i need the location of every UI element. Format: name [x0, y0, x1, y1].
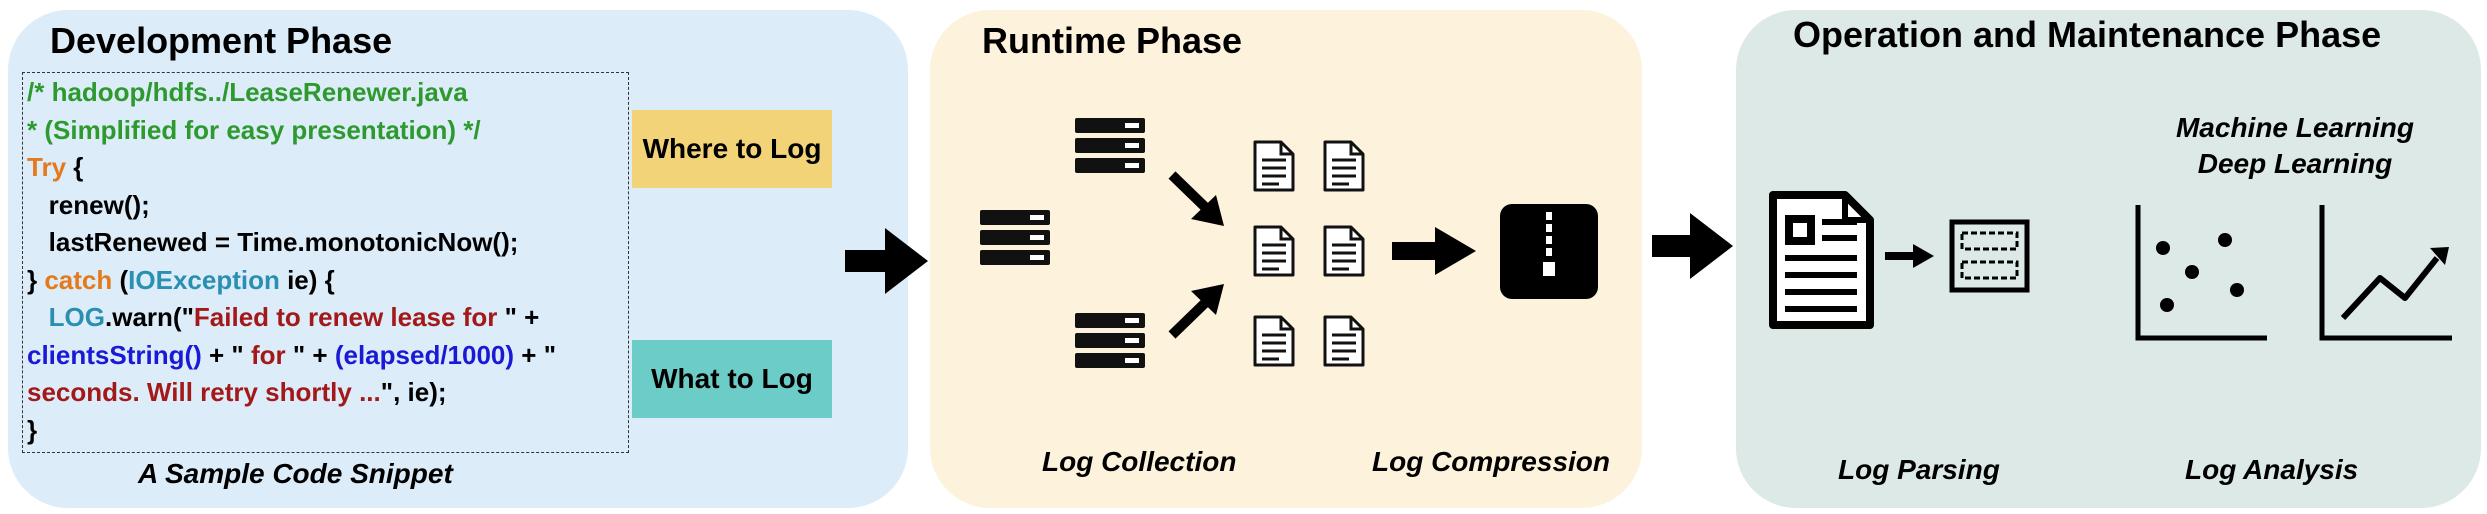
what-to-log-tag: What to Log — [632, 340, 832, 418]
document-icon — [1323, 140, 1365, 192]
code-token: catch — [44, 264, 113, 295]
report-icon — [1769, 191, 1874, 329]
code-token: } — [27, 414, 38, 445]
scatter-plot-icon — [2135, 205, 2267, 341]
code-token: Failed to renew lease for — [193, 302, 498, 332]
operation-phase-title: Operation and Maintenance Phase — [1793, 14, 2382, 55]
code-token: seconds. Will retry shortly ... — [27, 377, 381, 407]
document-icon — [1253, 140, 1295, 192]
code-line: lastRenewed = Time.monotonicNow(); — [27, 227, 519, 258]
code-line: Try { — [27, 152, 83, 183]
code-token: IOException — [128, 264, 280, 295]
code-line: clientsString() + " for " + (elapsed/100… — [27, 340, 556, 371]
code-token: { — [66, 152, 84, 182]
code-token: ie) { — [279, 264, 335, 295]
code-token: /* hadoop/hdfs../LeaseRenewer.java — [27, 77, 468, 107]
arrow-server-top-to-docs — [1168, 171, 1224, 226]
server-icon — [1075, 313, 1145, 368]
document-icon — [1323, 315, 1365, 367]
arrow-dev-to-runtime — [845, 228, 928, 294]
where-to-log-tag: Where to Log — [632, 110, 832, 188]
code-token: " + — [497, 302, 540, 332]
code-token: } — [27, 264, 45, 295]
parsed-template-icon — [1949, 219, 2030, 293]
document-icon — [1253, 315, 1295, 367]
code-token: Try — [27, 152, 67, 182]
code-snippet-box: /* hadoop/hdfs../LeaseRenewer.java * (Sim… — [22, 72, 629, 453]
document-icon — [1323, 225, 1365, 277]
arrow-runtime-to-ops — [1652, 213, 1733, 279]
code-line: renew(); — [27, 190, 150, 221]
dl-label: Deep Learning — [2197, 148, 2393, 179]
arrow-report-to-parsed — [1885, 244, 1934, 268]
code-line: } catch (IOException ie) { — [27, 265, 335, 296]
ml-label: Machine Learning — [2175, 112, 2415, 143]
arrow-docs-to-zip — [1392, 227, 1476, 275]
code-line: LOG.warn("Failed to renew lease for " + — [27, 302, 540, 333]
code-token: (elapsed/1000) — [334, 339, 515, 370]
code-token: for — [250, 339, 286, 370]
development-phase-panel — [8, 10, 908, 508]
server-icon — [980, 210, 1050, 265]
code-line: seconds. Will retry shortly ...", ie); — [27, 377, 447, 408]
code-token: ", ie); — [380, 377, 447, 407]
code-token: .warn(" — [105, 302, 194, 332]
code-token: LOG — [48, 302, 106, 332]
log-collection-label: Log Collection — [1042, 446, 1237, 477]
code-token: " + — [285, 339, 335, 370]
code-token: lastRenewed = Time.monotonicNow(); — [27, 227, 519, 257]
code-token: + " — [514, 339, 557, 370]
code-token: renew(); — [27, 189, 150, 220]
code-token: clientsString() — [27, 339, 202, 370]
code-line: } — [27, 415, 37, 446]
server-icon — [1075, 118, 1145, 173]
code-line: * (Simplified for easy presentation) */ — [27, 115, 481, 146]
code-token: + " — [201, 339, 251, 370]
development-phase-title: Development Phase — [50, 20, 393, 61]
runtime-phase-title: Runtime Phase — [982, 20, 1243, 61]
code-token: ( — [112, 264, 129, 295]
line-trend-icon — [2319, 205, 2452, 341]
code-line: /* hadoop/hdfs../LeaseRenewer.java — [27, 77, 468, 108]
code-snippet-caption: A Sample Code Snippet — [138, 458, 453, 489]
log-analysis-label: Log Analysis — [2185, 454, 2359, 485]
document-icon — [1253, 225, 1295, 277]
zip-archive-icon — [1500, 204, 1598, 299]
log-parsing-label: Log Parsing — [1838, 454, 2000, 485]
code-token: * (Simplified for easy presentation) */ — [27, 114, 481, 145]
log-compression-label: Log Compression — [1372, 446, 1611, 477]
arrow-server-bottom-to-docs — [1168, 284, 1224, 339]
